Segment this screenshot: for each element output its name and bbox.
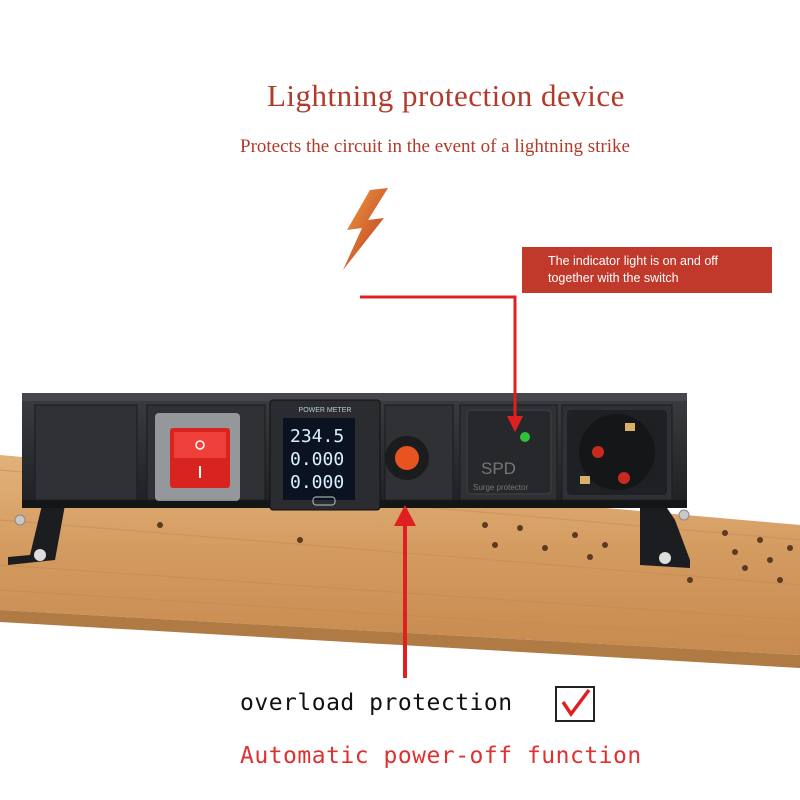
- meter-reading-power: 0.000: [290, 472, 344, 493]
- pdu-panel: [22, 393, 687, 511]
- checkmark-icon: [555, 686, 595, 722]
- spd-module-label: SPD Surge protector: [473, 459, 528, 492]
- meter-reading-current: 0.000: [290, 449, 344, 470]
- lightning-bolt-icon: [343, 188, 388, 270]
- mounting-bracket-right: [640, 505, 690, 568]
- meter-reading-voltage: 234.5: [290, 426, 344, 447]
- spd-sublabel: Surge protector: [473, 483, 528, 492]
- indicator-callout-line1: The indicator light is on and off: [548, 254, 719, 268]
- page-title: Lightning protection device: [267, 78, 625, 113]
- spd-label: SPD: [481, 459, 516, 478]
- page-subtitle: Protects the circuit in the event of a l…: [240, 136, 630, 157]
- overload-protection-label: overload protection: [240, 690, 513, 716]
- auto-power-off-label: Automatic power-off function: [240, 743, 642, 769]
- power-meter-display: POWER METER 234.5 0.000 0.000: [290, 407, 352, 493]
- mounting-bracket-left: [8, 505, 65, 565]
- indicator-arrow: [360, 295, 523, 432]
- meter-title: POWER METER: [299, 407, 352, 414]
- indicator-callout: The indicator light is on and off togeth…: [522, 247, 772, 293]
- overload-arrow: [394, 505, 416, 678]
- indicator-callout-line2: together with the switch: [548, 271, 679, 285]
